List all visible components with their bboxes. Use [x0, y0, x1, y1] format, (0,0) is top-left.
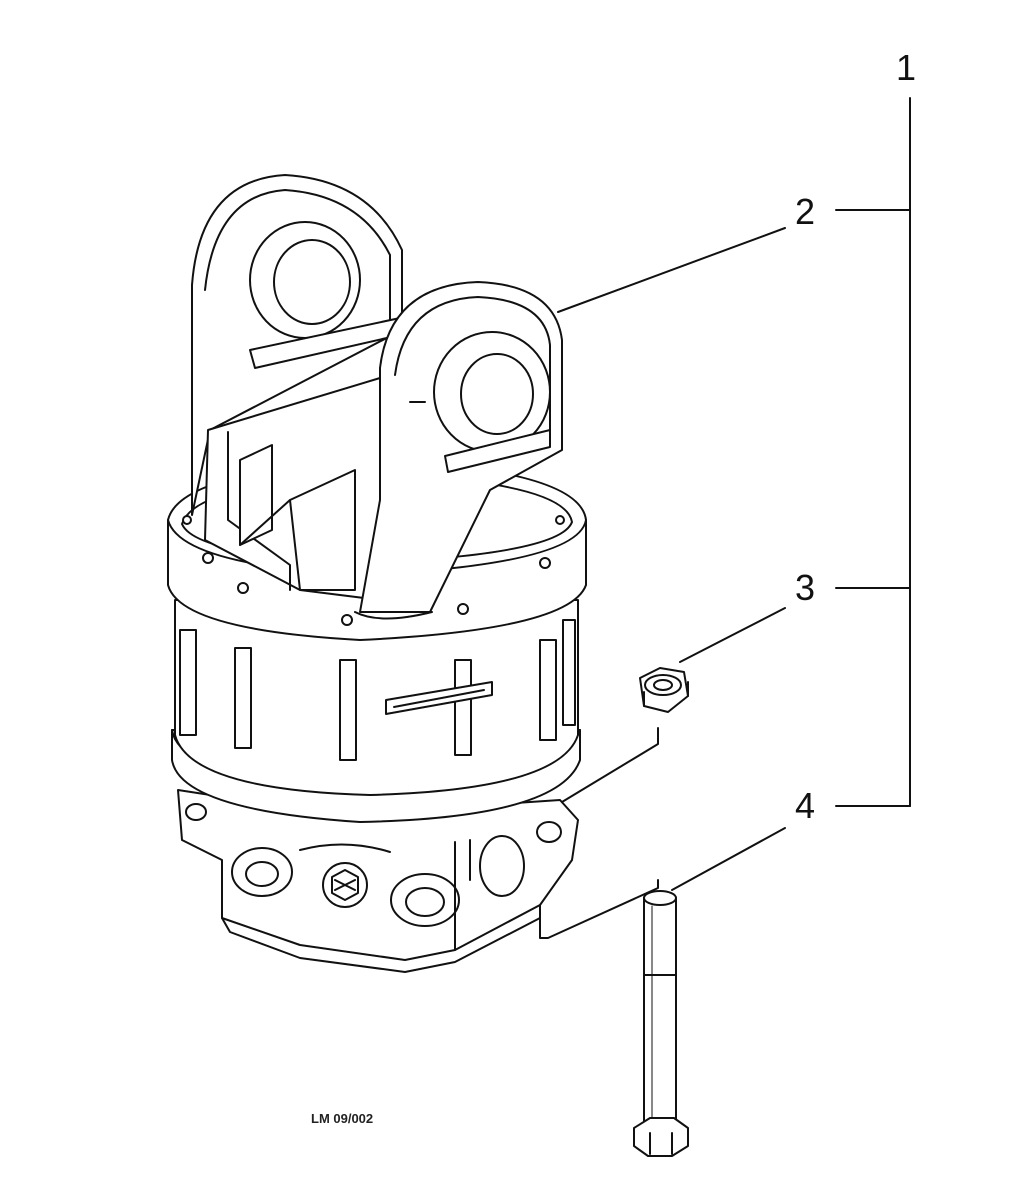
bolt-assembly-path [540, 880, 658, 938]
callout-1: 1 [896, 47, 917, 88]
clevis-ear-front [355, 282, 562, 619]
leader-3 [680, 608, 785, 662]
drawing-code: LM 09/002 [311, 1111, 374, 1126]
leader-4 [672, 828, 785, 890]
callout-2: 2 [795, 191, 816, 232]
bolt [634, 891, 688, 1156]
assembly-bracket [836, 98, 910, 806]
rotator [168, 175, 586, 972]
leader-lines [540, 228, 785, 938]
motor-housing [178, 790, 578, 972]
center-body [175, 600, 578, 795]
yoke-block [205, 378, 380, 600]
nut [640, 668, 688, 712]
callout-3: 3 [795, 567, 816, 608]
leader-2 [558, 228, 785, 312]
clevis-ear-back [192, 175, 402, 515]
nut-assembly-path [562, 728, 658, 802]
callout-4: 4 [795, 785, 816, 826]
port-side [480, 836, 524, 896]
